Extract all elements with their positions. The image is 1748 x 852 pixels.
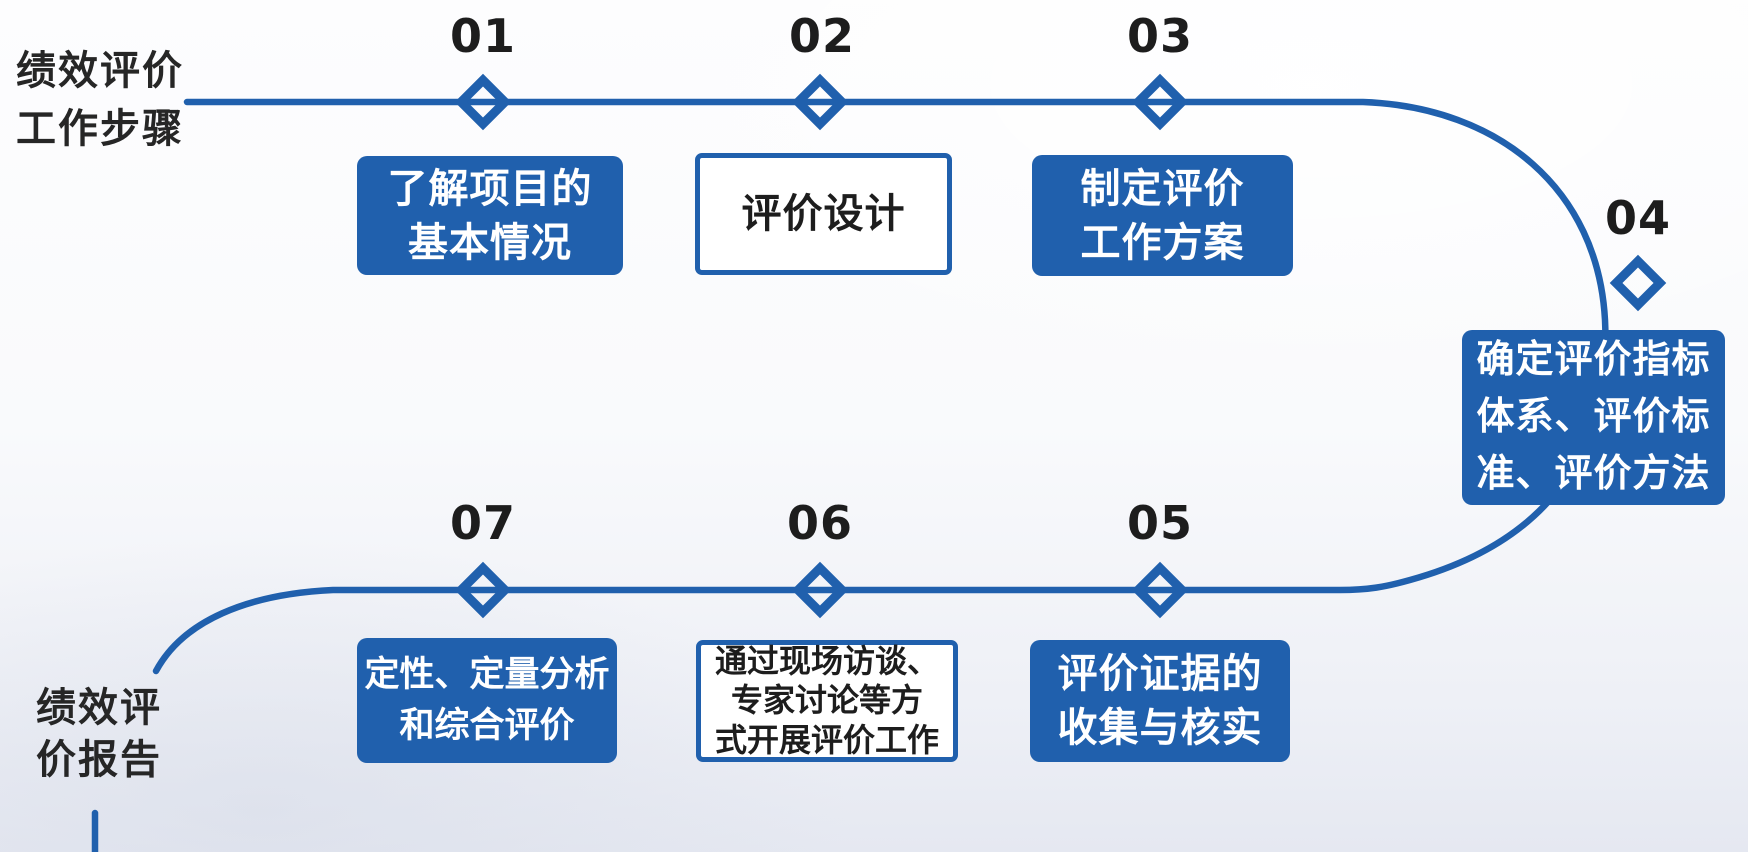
diamond-marker-07 [454, 561, 512, 619]
step-number-07: 07 [449, 496, 517, 550]
step-box-02: 评价设计 [695, 153, 952, 275]
step-box-03-line2: 工作方案 [1080, 220, 1245, 265]
header-label-line2: 工作步骤 [16, 107, 184, 151]
diamond-marker-05 [1131, 561, 1189, 619]
step-number-03: 03 [1126, 9, 1194, 63]
footer-label: 绩效评 价报告 [36, 682, 162, 786]
step-box-06-line3: 式开展评价工作 [714, 721, 939, 758]
diamond-marker-01 [454, 73, 512, 131]
diamond-marker-06 [791, 561, 849, 619]
step-box-04-line2: 体系、评价标 [1476, 396, 1711, 438]
header-label-line1: 绩效评价 [16, 49, 184, 93]
step-box-01-line2: 基本情况 [408, 220, 572, 265]
diamond-marker-04 [1609, 254, 1667, 312]
step-box-01: 了解项目的 基本情况 [357, 156, 623, 275]
step-box-01-line1: 了解项目的 [387, 166, 593, 211]
step-number-02: 02 [788, 9, 856, 63]
step-box-04: 确定评价指标 体系、评价标 准、评价方法 [1462, 330, 1725, 505]
step-box-06: 通过现场访谈、 专家讨论等方 式开展评价工作 [696, 640, 958, 762]
step-box-04-line3: 准、评价方法 [1476, 453, 1711, 495]
step-number-01: 01 [449, 9, 517, 63]
diamond-marker-03 [1131, 73, 1189, 131]
connector-path [91, 98, 1609, 852]
header-label: 绩效评价 工作步骤 [16, 42, 184, 158]
footer-label-line1: 绩效评 [36, 686, 162, 730]
step-box-07-line2: 和综合评价 [399, 705, 575, 745]
footer-label-line2: 价报告 [36, 738, 162, 782]
step-number-05: 05 [1126, 496, 1194, 550]
step-box-02-line1: 评价设计 [741, 192, 906, 236]
step-box-06-line2: 专家讨论等方 [730, 682, 923, 719]
step-box-05-line1: 评价证据的 [1057, 652, 1263, 696]
step-box-05-line2: 收集与核实 [1057, 706, 1263, 750]
step-box-03: 制定评价 工作方案 [1032, 155, 1293, 276]
step-box-07-line1: 定性、定量分析 [364, 654, 610, 694]
step-number-06: 06 [786, 496, 854, 550]
step-box-06-line1: 通过现场访谈、 [714, 643, 939, 680]
diamond-marker-02 [791, 73, 849, 131]
step-box-04-line1: 确定评价指标 [1476, 339, 1711, 381]
step-box-03-line1: 制定评价 [1080, 166, 1245, 211]
step-box-07: 定性、定量分析 和综合评价 [357, 638, 617, 763]
step-box-05: 评价证据的 收集与核实 [1030, 640, 1290, 762]
step-number-04: 04 [1604, 191, 1672, 245]
